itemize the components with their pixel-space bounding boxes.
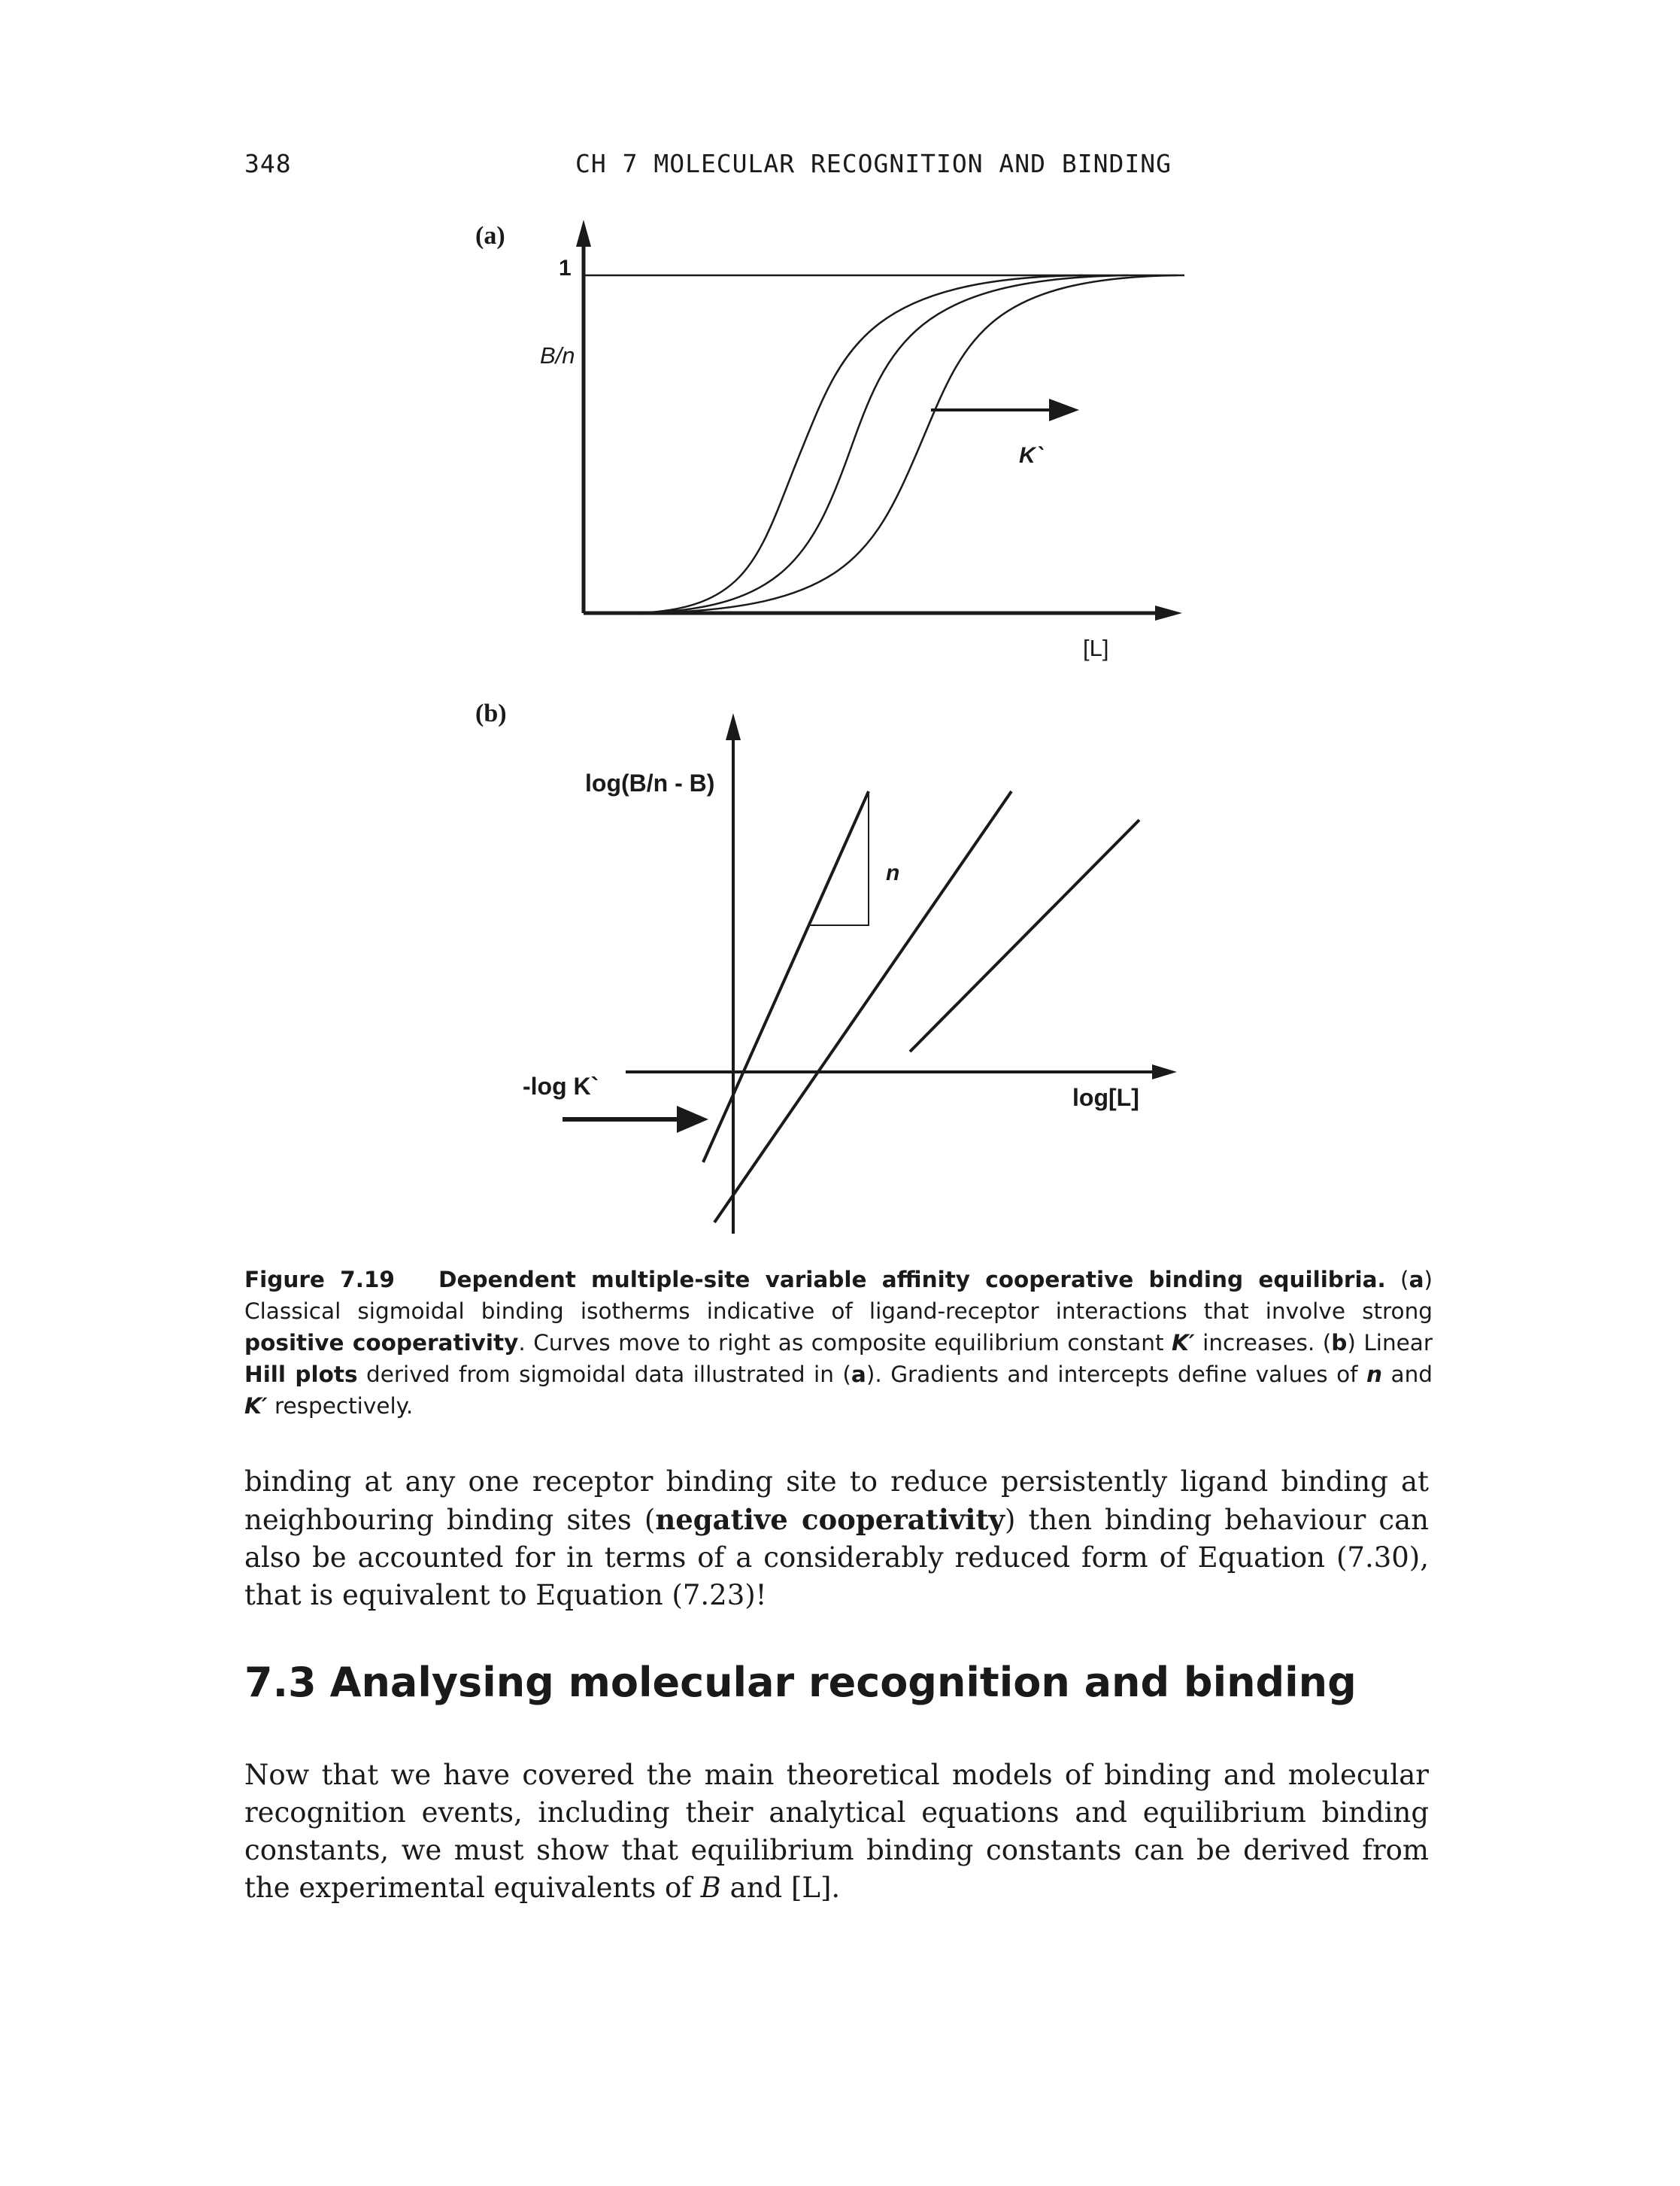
caption-positive-cooperativity: positive cooperativity — [244, 1330, 519, 1356]
caption-title: Dependent multiple-site variable affinit… — [438, 1267, 1386, 1292]
caption-hill-plots: Hill plots — [244, 1362, 358, 1387]
panel-a — [576, 220, 1184, 621]
panel-a-y-label: B/n — [540, 342, 575, 369]
para1-text-1: binding at any one receptor binding site… — [244, 1465, 1429, 1536]
caption-marker-a: a — [1409, 1267, 1424, 1292]
panel-b-slope-label: n — [886, 861, 899, 885]
para2-text-2: and [L]. — [720, 1872, 841, 1904]
panel-b-x-label: log[L] — [1072, 1084, 1139, 1111]
hill-line-2 — [713, 790, 1013, 1224]
hill-line-1 — [702, 791, 870, 1163]
panel-b-intercept-label: -log K` — [523, 1073, 599, 1100]
caption-a-text-3: increases. — [1194, 1330, 1323, 1356]
sigmoid-curve-1 — [638, 274, 1084, 615]
caption-b-text-5: respectively. — [267, 1393, 414, 1419]
panel-b-letter: (b) — [475, 700, 507, 727]
caption-a-text-2: . Curves move to right as composite equi… — [518, 1330, 1172, 1356]
caption-a-text-1: Classical sigmoidal binding isotherms in… — [244, 1298, 1433, 1324]
panel-a-x-arrowhead — [1155, 606, 1182, 621]
caption-b-text-2: derived from sigmoidal data illustrated … — [357, 1362, 843, 1387]
section-heading: 7.3 Analysing molecular recognition and b… — [244, 1659, 1357, 1706]
panel-a-y-arrowhead — [576, 220, 591, 247]
page-number: 348 — [244, 149, 292, 178]
panel-b-y-arrowhead — [726, 713, 741, 740]
caption-b-text-4: and — [1382, 1362, 1433, 1387]
body-paragraph-2: Now that we have covered the main theore… — [244, 1756, 1429, 1907]
hill-line-3 — [908, 818, 1141, 1053]
para1-negative-cooperativity: negative cooperativity — [655, 1503, 1005, 1536]
panel-a-y-tick: 1 — [559, 256, 572, 281]
caption-marker-b: b — [1331, 1330, 1348, 1356]
chapter-title: CH 7 MOLECULAR RECOGNITION AND BINDING — [575, 149, 1172, 178]
caption-n: n — [1366, 1362, 1383, 1387]
panel-b-arrowhead — [677, 1106, 708, 1133]
running-head: 348 CH 7 MOLECULAR RECOGNITION AND BINDI… — [0, 149, 1680, 187]
figure-drawing: 1 B/n [L] K` log(B/n - B) n -log K` log[… — [523, 220, 1184, 1234]
sigmoid-curve-2 — [638, 274, 1129, 615]
panel-a-arrowhead — [1049, 399, 1079, 421]
slope-triangle — [809, 794, 869, 926]
caption-b-text-3: . Gradients and intercepts define values… — [875, 1362, 1367, 1387]
panel-b-x-arrowhead — [1152, 1064, 1177, 1079]
caption-k-prime-1: K′ — [1172, 1330, 1195, 1356]
figure-caption: Figure 7.19 Dependent multiple-site vari… — [244, 1267, 1433, 1419]
panel-a-letter: (a) — [475, 222, 505, 250]
caption-ref-a: a — [851, 1362, 866, 1387]
section-number: 7.3 — [244, 1659, 317, 1706]
panel-b — [563, 713, 1177, 1234]
section-title: Analysing molecular recognition and bind… — [329, 1659, 1357, 1706]
para1-text-2: ) then binding behaviour can also be acc… — [244, 1504, 1429, 1611]
caption-b-text-1: Linear — [1355, 1330, 1433, 1356]
para2-b-symbol: B — [700, 1872, 721, 1904]
sigmoid-curve-3 — [638, 274, 1178, 615]
para2-text-1: Now that we have covered the main theore… — [244, 1759, 1429, 1904]
panel-a-arrow-label: K` — [1019, 443, 1044, 468]
panel-b-y-label: log(B/n - B) — [585, 770, 714, 797]
body-paragraph-1: binding at any one receptor binding site… — [244, 1463, 1429, 1614]
caption-k-prime-2: K′ — [244, 1393, 268, 1419]
caption-figure-label: Figure 7.19 — [244, 1267, 395, 1292]
panel-a-x-label: [L] — [1083, 635, 1108, 661]
